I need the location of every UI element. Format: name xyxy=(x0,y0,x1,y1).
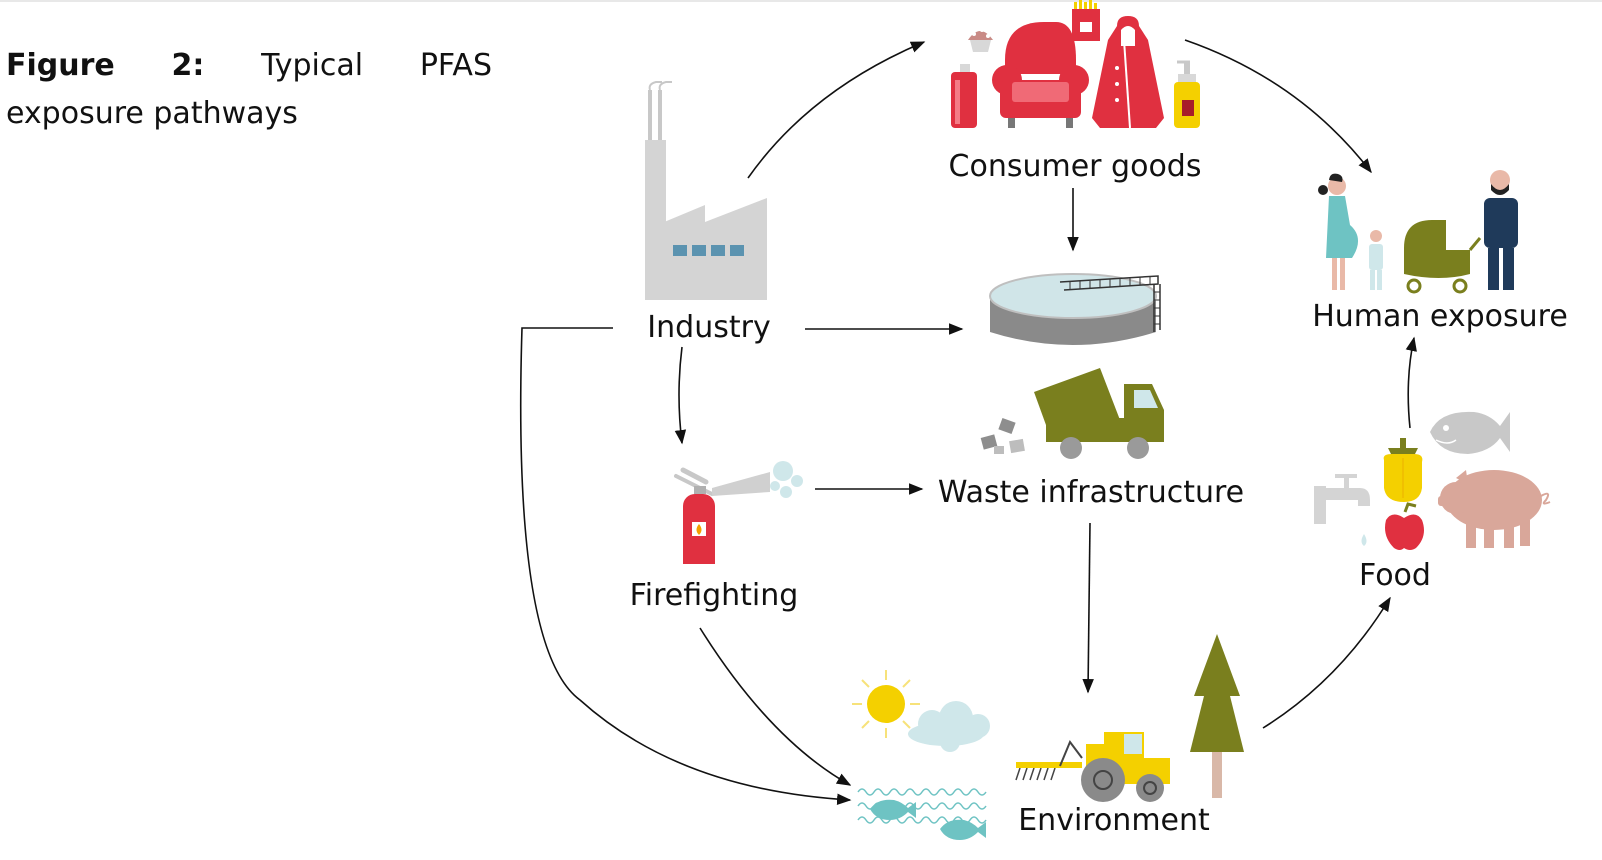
figure-caption: Figure 2: Typical PFAS exposure pathways xyxy=(6,42,492,138)
cloud-icon xyxy=(908,701,990,752)
edge-industry-consumer-goods xyxy=(747,41,926,179)
man-icon xyxy=(1484,170,1518,290)
fish-icon xyxy=(870,799,986,840)
caption-line2: exposure pathways xyxy=(6,96,298,131)
sofa-icon xyxy=(992,22,1089,128)
coat-icon xyxy=(1092,16,1164,129)
edge-food-human-exposure xyxy=(1405,336,1417,429)
edge-industry-environment xyxy=(519,327,852,805)
caption-number: 2: xyxy=(171,48,205,83)
edge-environment-food xyxy=(1262,596,1391,729)
node-firefighting: Firefighting xyxy=(630,578,799,613)
caption-word-typical: Typical xyxy=(261,48,364,83)
tractor-icon xyxy=(1015,732,1170,802)
dump-truck-icon xyxy=(980,368,1164,459)
edge-waste-environment xyxy=(1082,522,1094,694)
edge-firefighting-environment xyxy=(699,627,852,786)
factory-icon xyxy=(645,81,767,300)
treatment-tank-icon xyxy=(989,273,1161,345)
tree-icon xyxy=(1190,634,1244,798)
edge-industry-firefighting xyxy=(674,346,687,445)
node-industry: Industry xyxy=(647,310,770,345)
bottle-icon xyxy=(1174,60,1200,128)
muffin-icon xyxy=(968,28,993,52)
sun-icon xyxy=(852,670,920,738)
node-human-exposure: Human exposure xyxy=(1312,299,1568,334)
node-food: Food xyxy=(1359,558,1431,593)
faucet-icon xyxy=(1314,474,1370,546)
child-icon xyxy=(1369,230,1383,290)
apple-icon xyxy=(1385,502,1424,550)
spray-can-icon xyxy=(951,64,977,128)
edge-consumer-goods-human-exposure xyxy=(1184,39,1372,174)
pig-icon xyxy=(1438,470,1551,548)
pregnant-woman-icon xyxy=(1318,173,1359,290)
fries-icon xyxy=(1072,0,1100,41)
node-waste-infrastructure: Waste infrastructure xyxy=(938,475,1244,510)
node-environment: Environment xyxy=(1018,803,1210,838)
caption-word-pfas: PFAS xyxy=(419,48,492,83)
caption-label: Figure xyxy=(6,48,115,83)
edges xyxy=(519,39,1417,805)
node-consumer-goods: Consumer goods xyxy=(949,149,1202,184)
stroller-icon xyxy=(1404,220,1482,294)
pepper-icon xyxy=(1383,438,1423,502)
extinguisher-icon xyxy=(674,461,803,564)
fish-icon xyxy=(1430,411,1510,454)
top-border xyxy=(0,0,1602,2)
